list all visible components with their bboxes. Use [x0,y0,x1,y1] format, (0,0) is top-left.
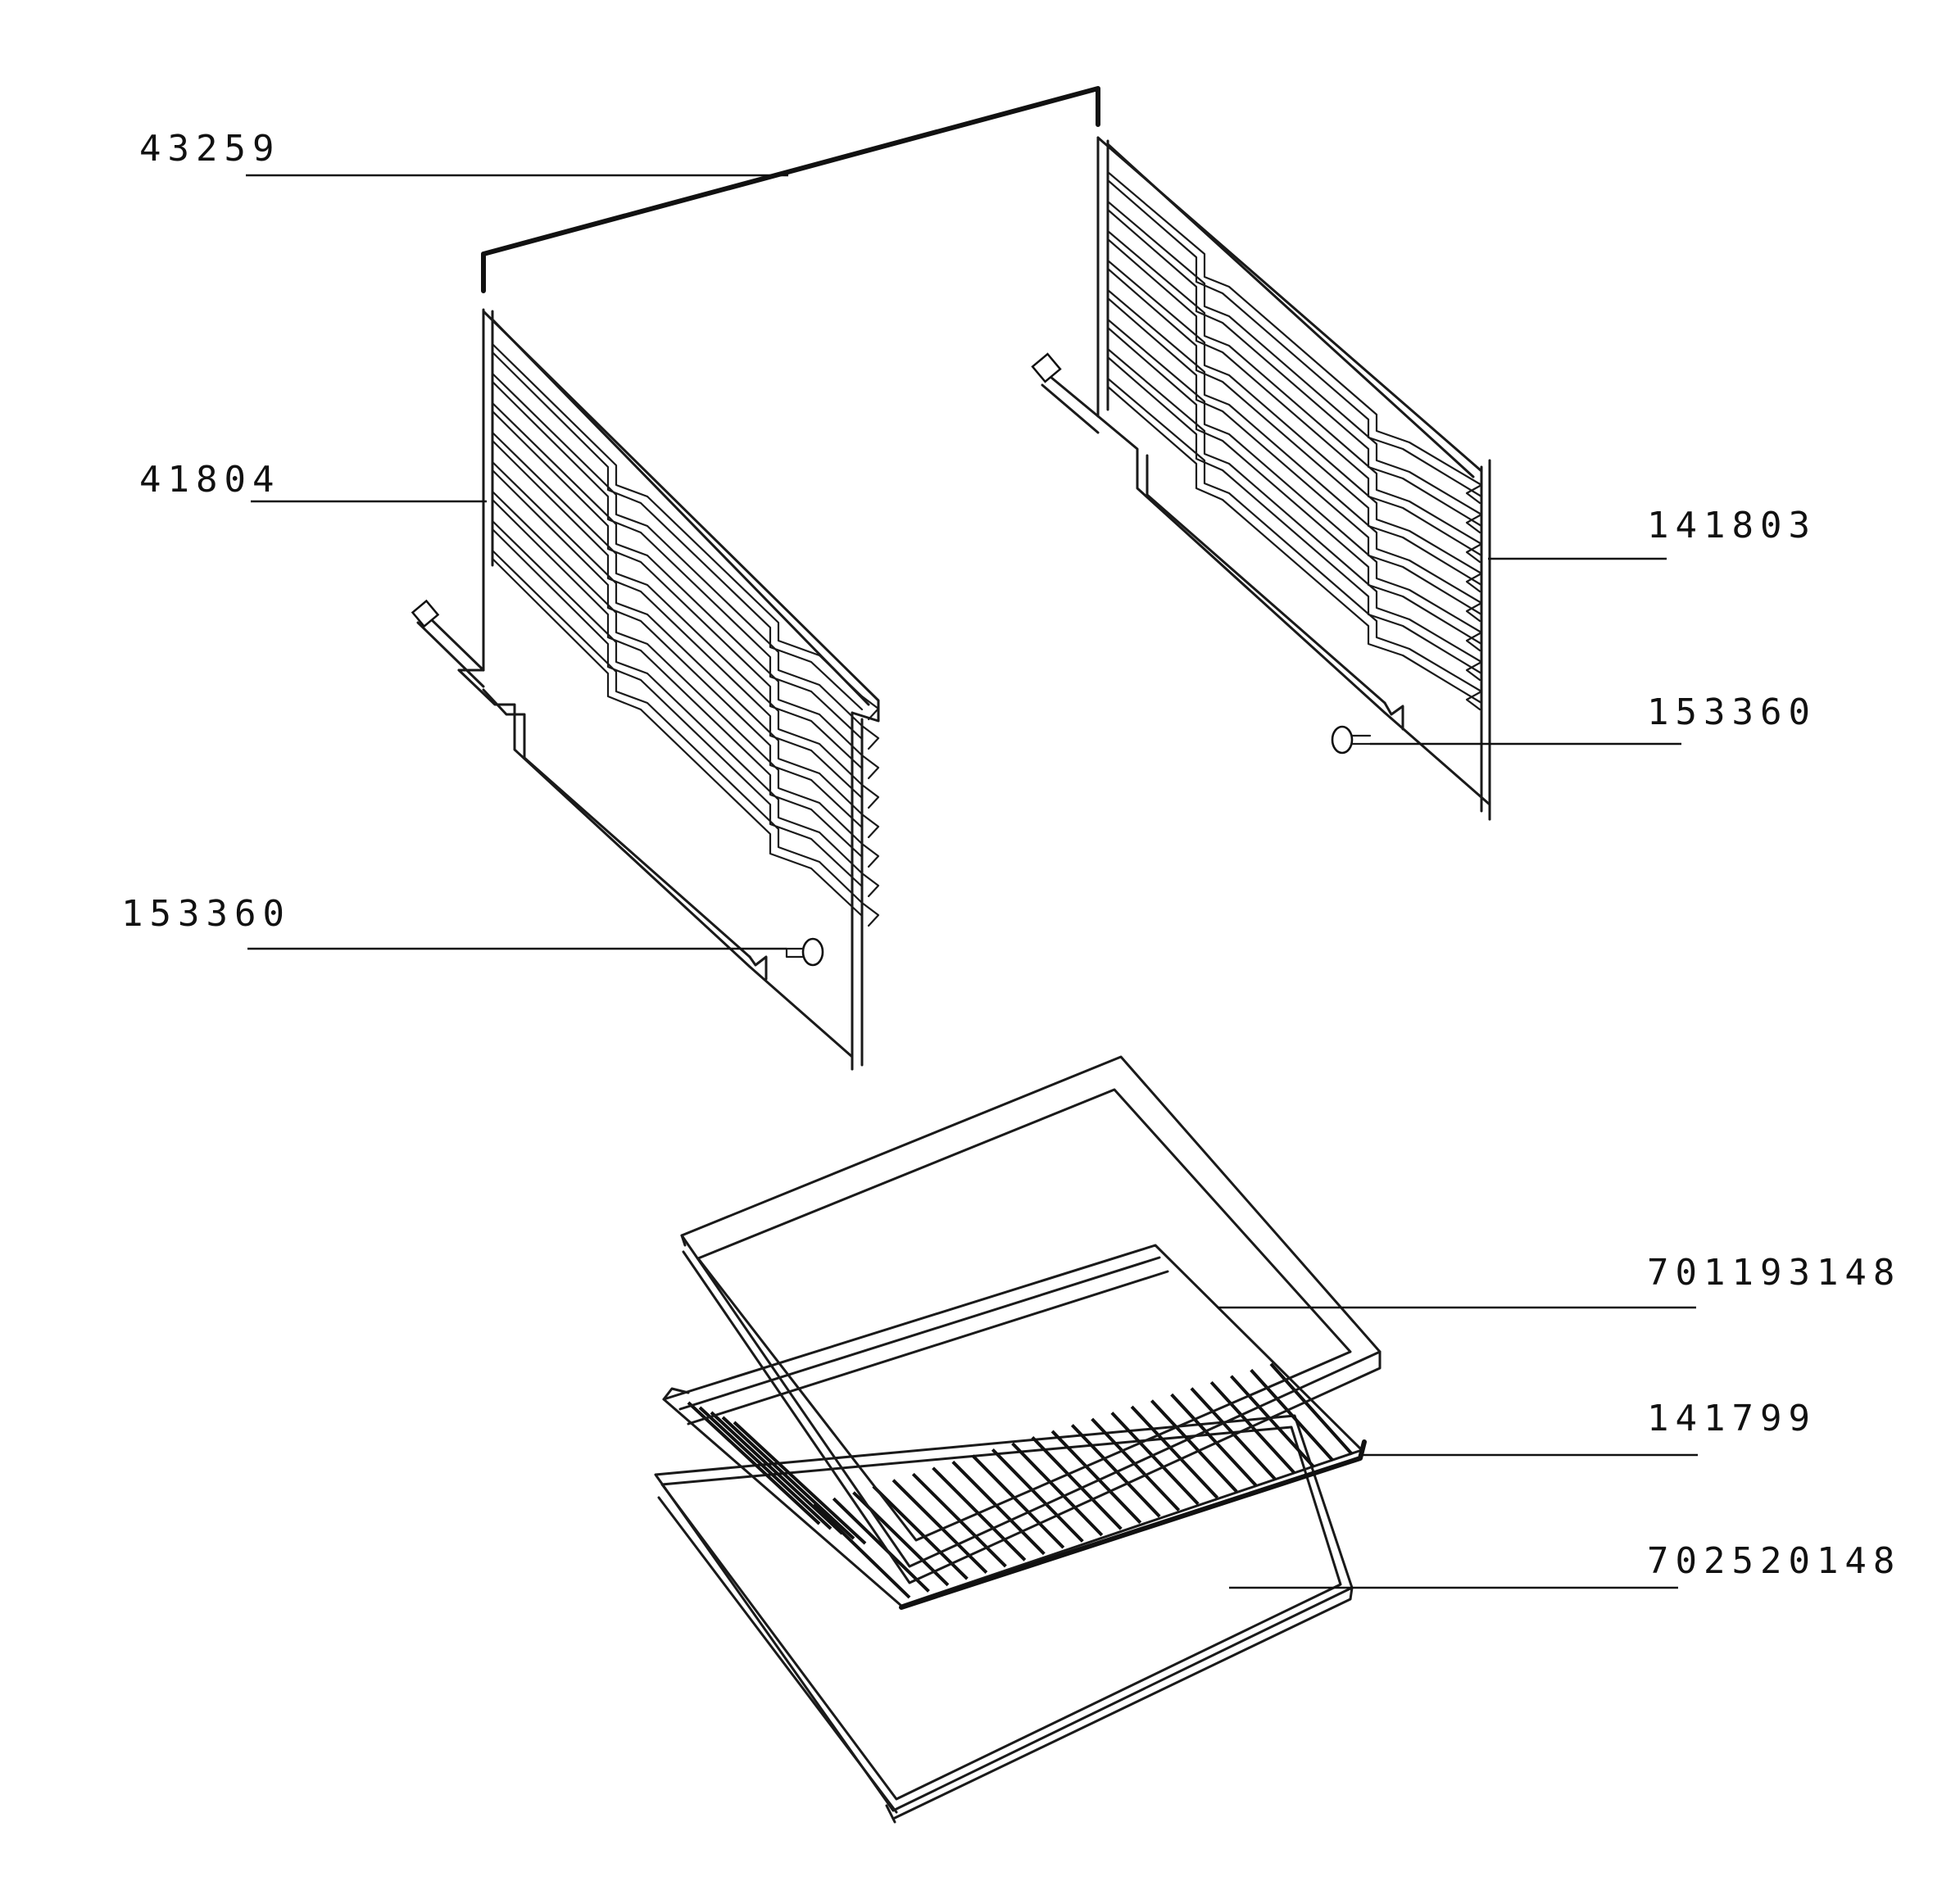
label-grill-grate: 141799 [1647,1398,1817,1439]
left-screw-part [785,937,824,967]
grill-grate-part [662,1244,1367,1610]
label-screw-right: 153360 [1647,691,1817,733]
left-side-rack-part [411,308,880,1071]
leader-lines [246,174,1698,1589]
label-screw-left: 153360 [121,893,291,935]
part-labels: 43259 41804 141803 153360 153360 7011931… [121,128,1901,1582]
wire-shelf-part [680,1055,1382,1584]
label-rod-top: 43259 [139,128,280,170]
label-rack-right: 141803 [1647,505,1817,546]
label-drip-tray: 702520148 [1647,1540,1901,1582]
top-rod-part [481,86,1100,293]
label-rack-left: 41804 [139,459,280,501]
label-wire-shelf: 701193148 [1647,1252,1901,1294]
right-screw-part [1331,725,1372,755]
right-side-rack-part [1031,136,1491,821]
